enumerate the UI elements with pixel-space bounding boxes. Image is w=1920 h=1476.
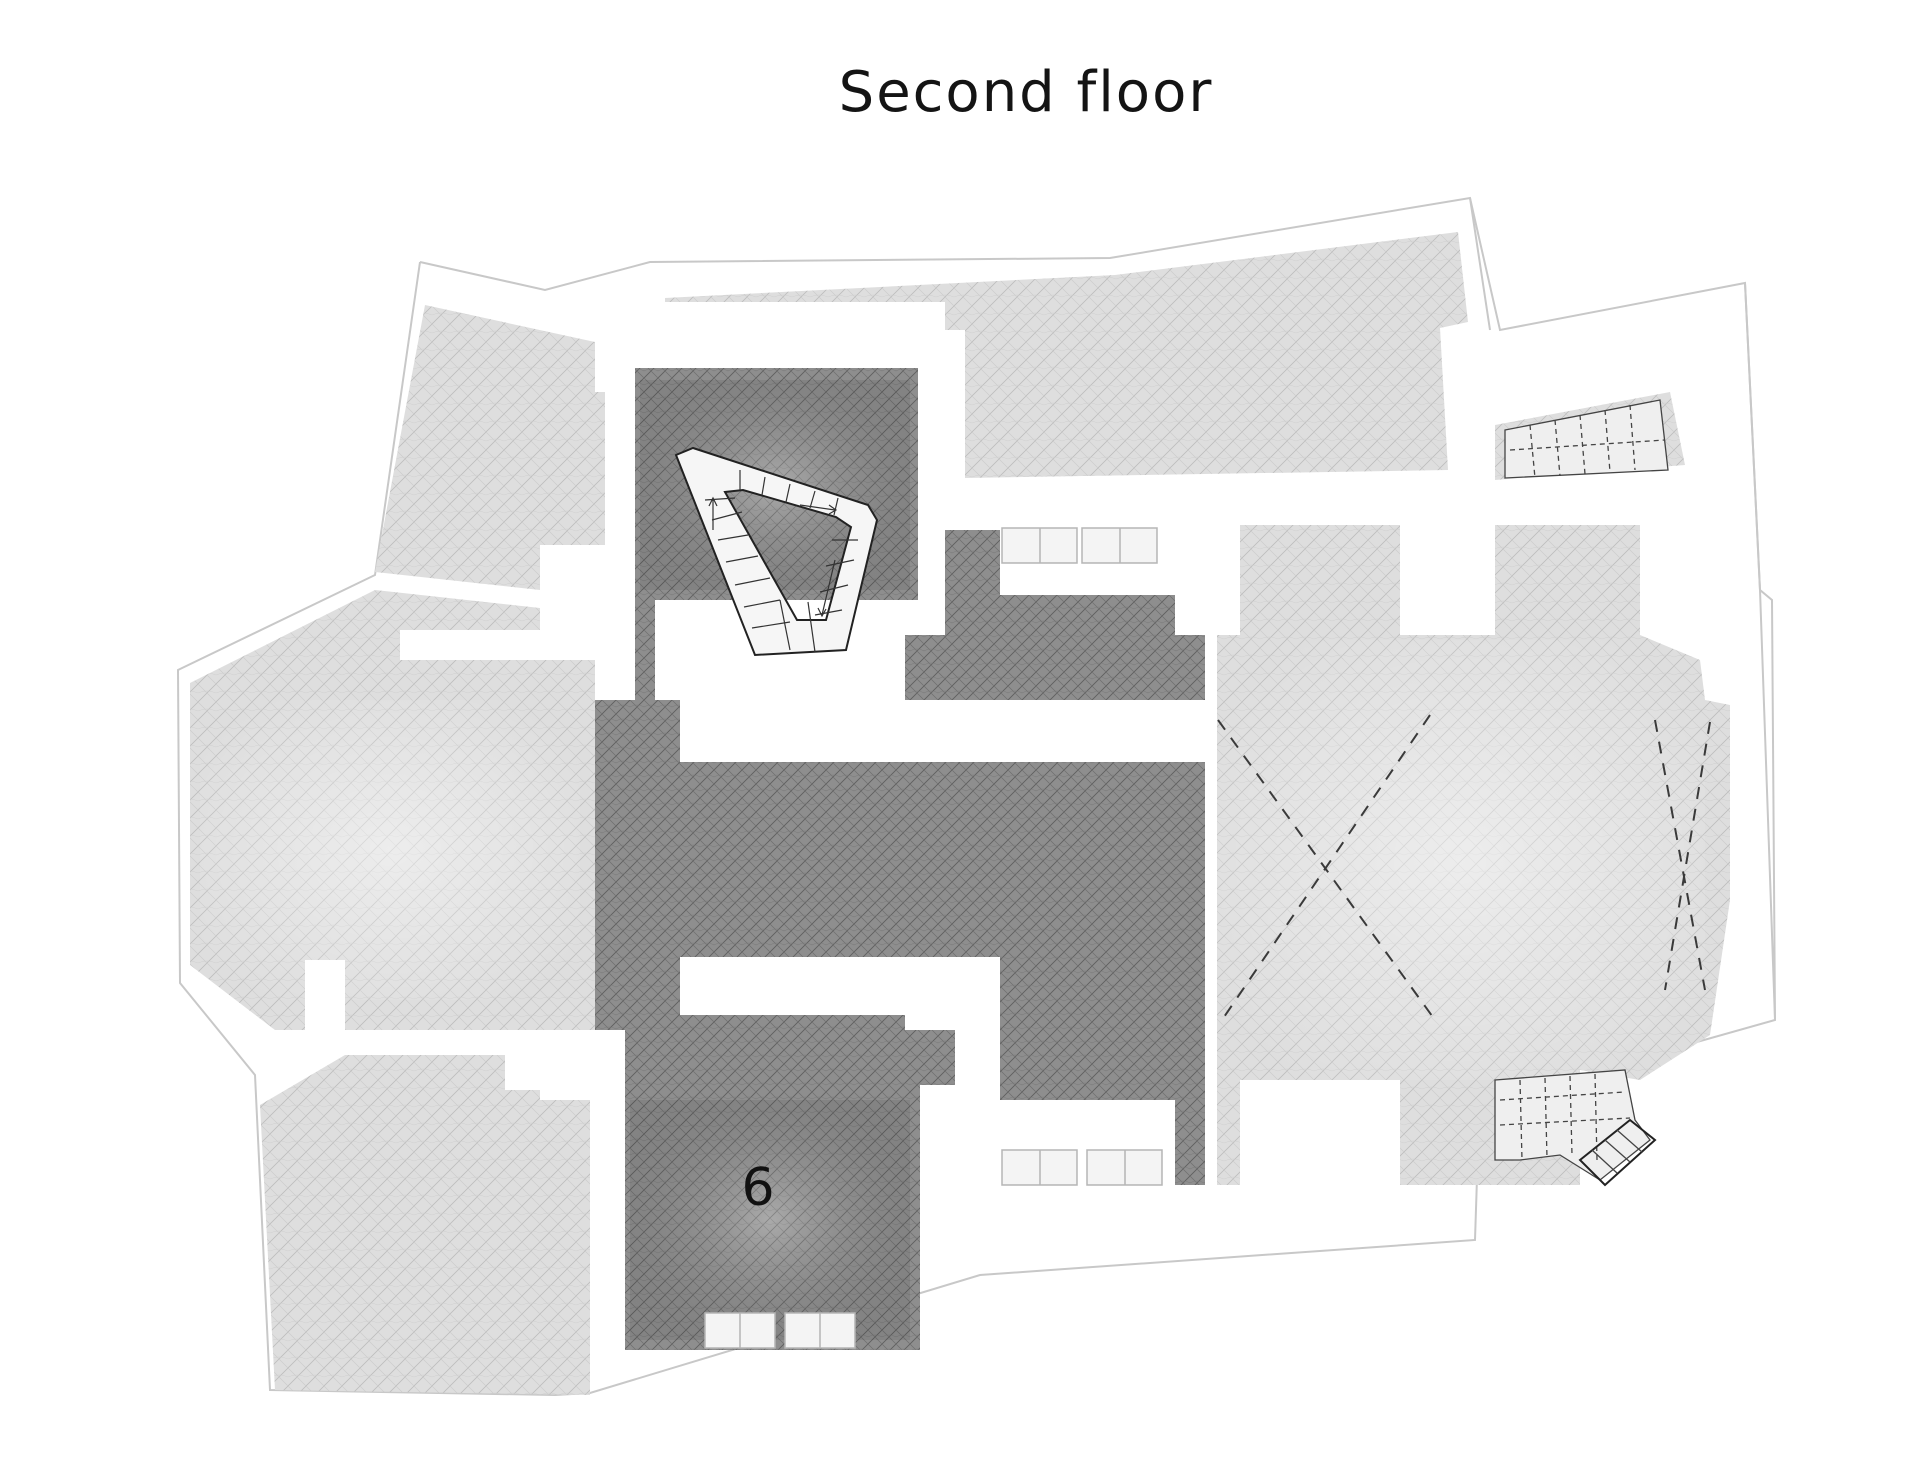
vault-dashed-lines [1217, 714, 1711, 1021]
page-title: Second floor [838, 60, 1214, 125]
wall-cutouts [305, 548, 1217, 1185]
room-bottom-left [260, 1055, 590, 1395]
stairs-top-right [1504, 399, 1669, 479]
window-benches [704, 527, 1163, 1349]
main-staircase [674, 446, 879, 657]
room-top-left [375, 305, 605, 590]
stairs-bottom-right [1494, 1069, 1657, 1187]
room-top-long [665, 232, 1468, 478]
dark-rooms [595, 368, 1205, 1350]
room-label-6: 6 [741, 1158, 774, 1218]
